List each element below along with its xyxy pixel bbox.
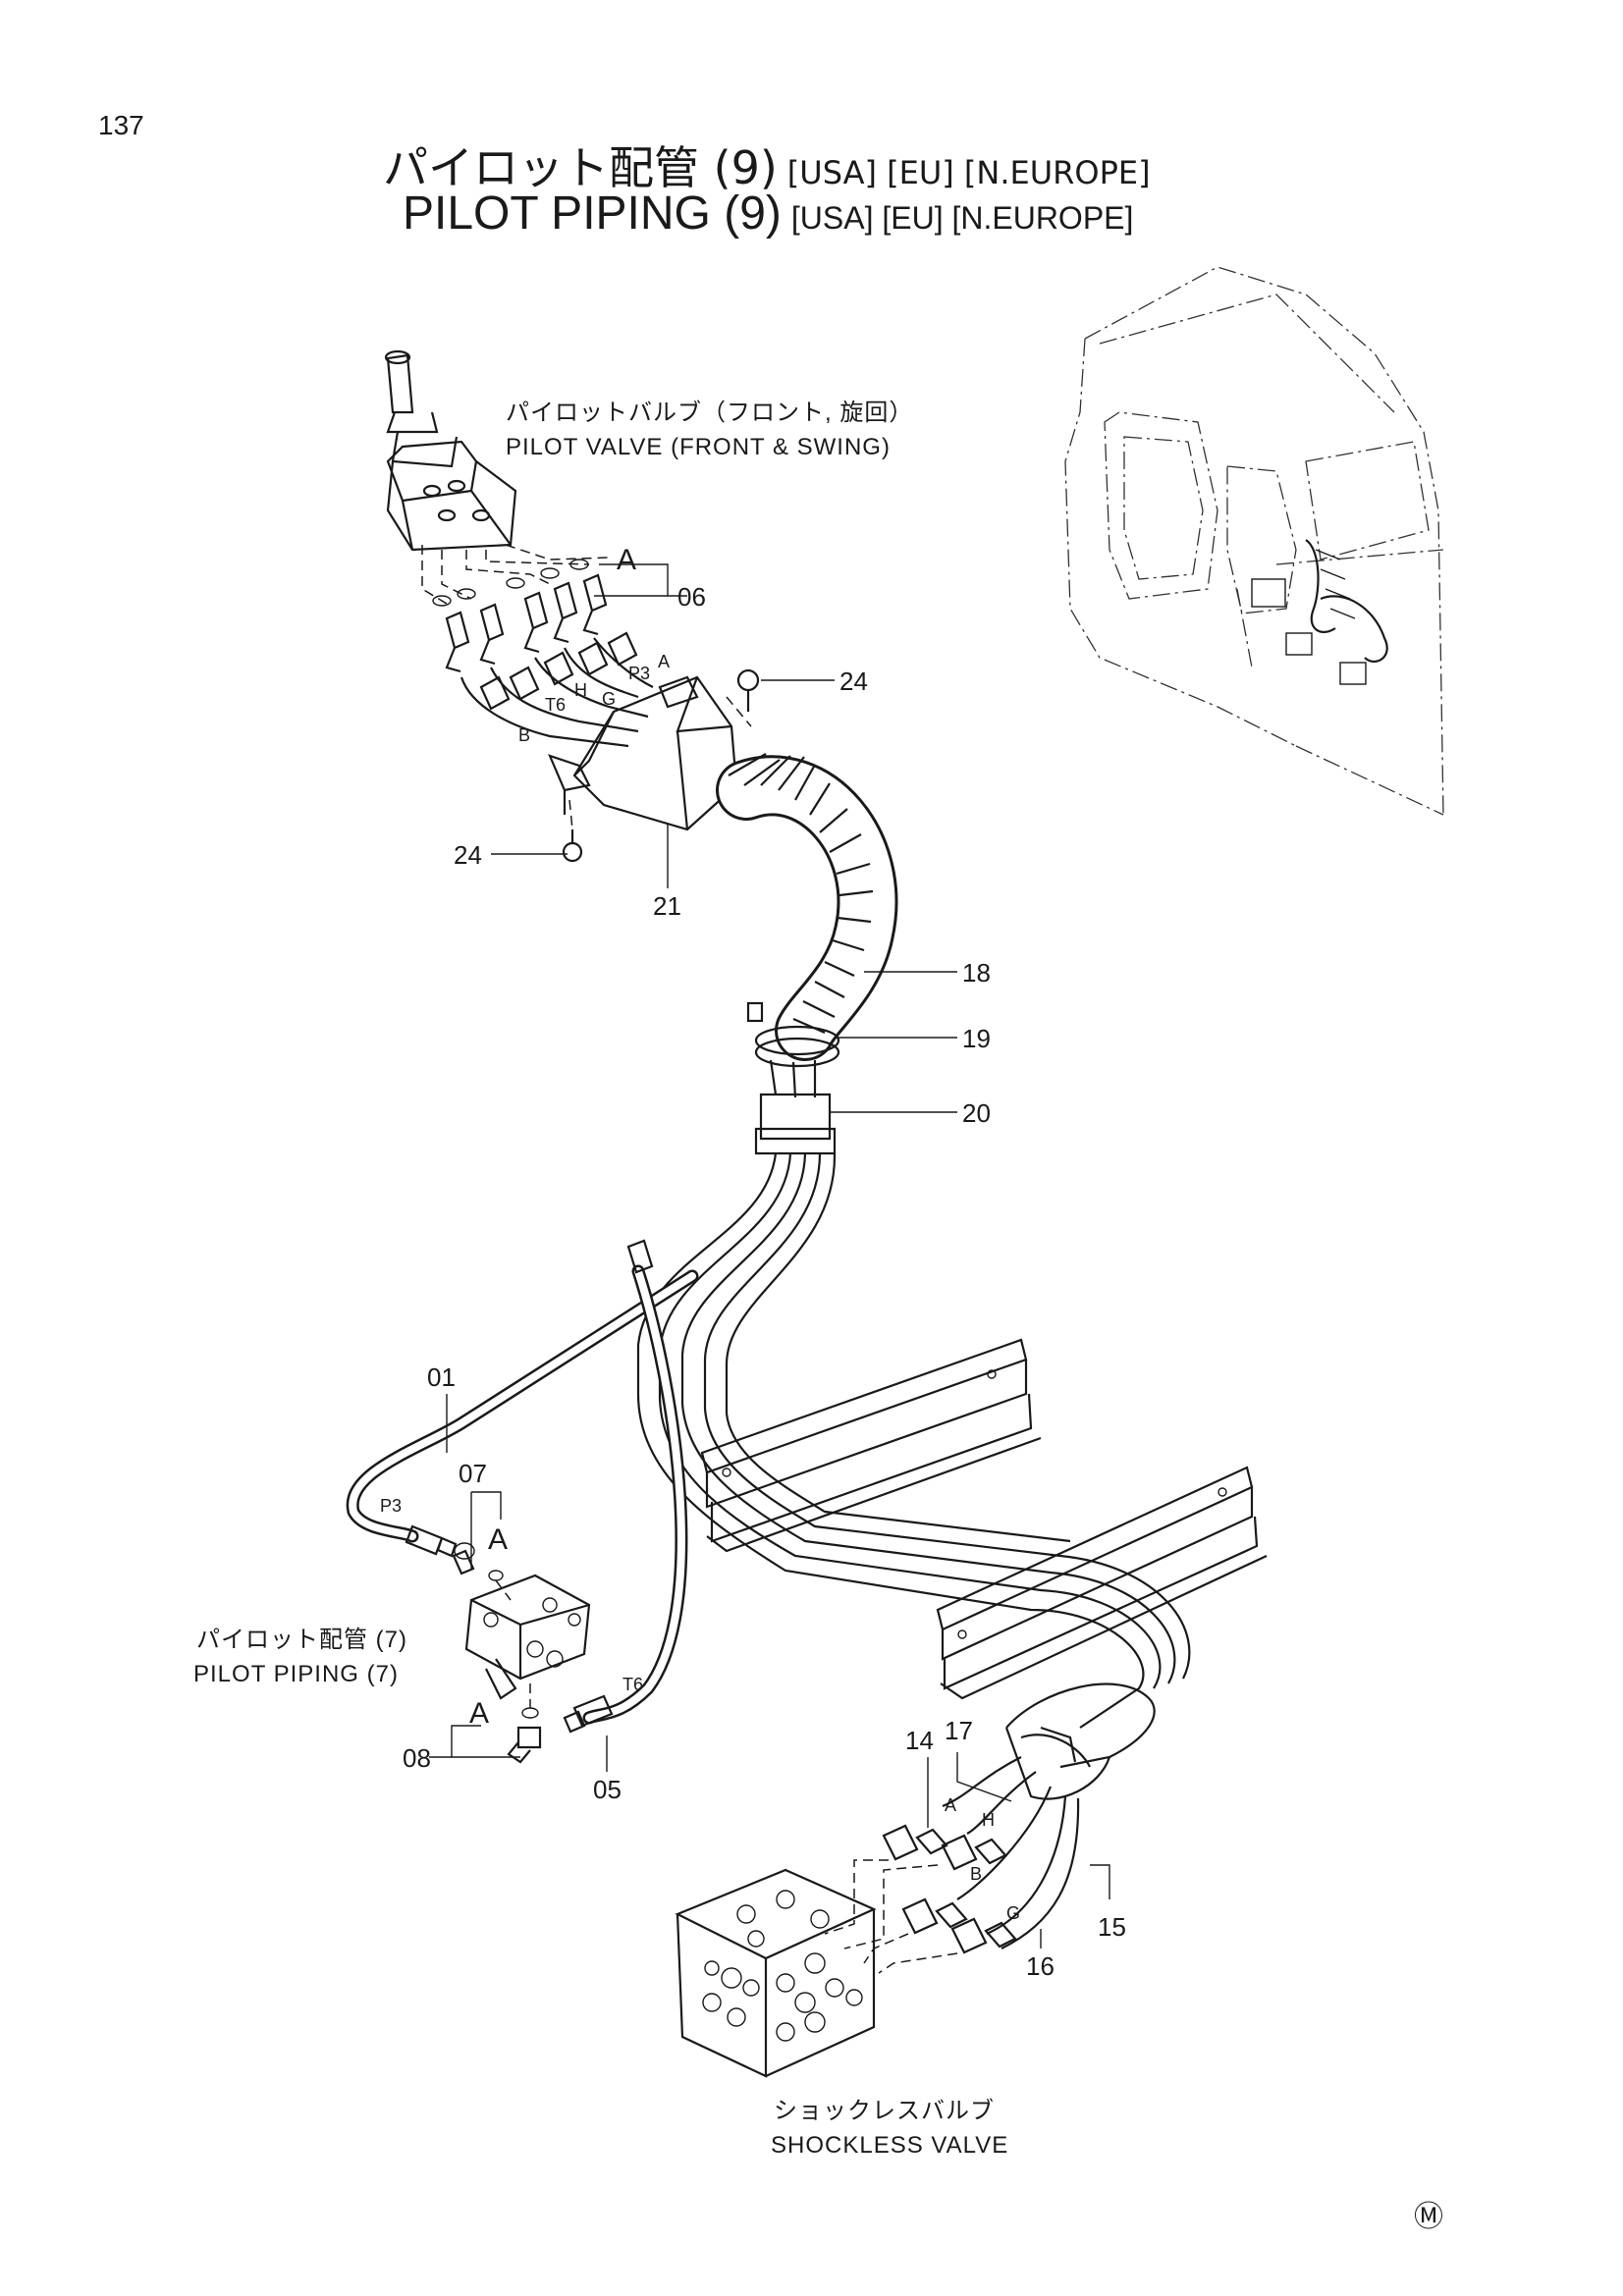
part-label-17: 17 [945, 1716, 973, 1745]
callout-shockless-en: SHOCKLESS VALVE [771, 2132, 1008, 2159]
part-label-21: 21 [653, 891, 681, 921]
pilot-valve-drawing [384, 349, 517, 552]
hose-cover-21 [548, 675, 738, 831]
part-label-24-lower: 24 [454, 840, 482, 870]
shockless-valve-body [675, 1868, 877, 2078]
part-label-19: 19 [962, 1024, 991, 1053]
hose-sleeve [1004, 1682, 1156, 1800]
part-label-07: 07 [459, 1459, 487, 1488]
grommet-20 [754, 1059, 837, 1155]
part-label-05: 05 [593, 1775, 622, 1804]
callout-shockless-jp: ショックレスバルブ [774, 2098, 995, 2124]
title-jp-text: パイロット配管 (9) [383, 141, 778, 194]
page-title-english: PILOT PIPING (9)[USA] [EU] [N.EUROPE] [403, 187, 1133, 240]
hose-05 [563, 1239, 688, 1734]
elbow-adapters-06 [445, 573, 608, 673]
shockless-guide-lines [824, 1859, 958, 1974]
hose-01 [346, 1269, 699, 1560]
port-label-h-top: H [574, 680, 587, 700]
pilot-piping-7-block [464, 1574, 591, 1700]
manufacturer-mark: Ⓜ [1414, 2201, 1443, 2233]
title-jp-regions: [USA] [EU] [N.EUROPE] [786, 154, 1151, 191]
port-label-g-bottom: G [1006, 1903, 1020, 1923]
port-label-h-bottom: H [982, 1810, 995, 1830]
part-label-15: 15 [1098, 1912, 1126, 1942]
port-label-b-top: B [518, 725, 530, 745]
part-label-08: 08 [403, 1743, 431, 1773]
part-label-01: 01 [427, 1362, 456, 1392]
port-label-a-bottom: A [945, 1795, 956, 1815]
excavator-cab-outline [1064, 266, 1444, 816]
port-label-g-top: G [602, 689, 616, 709]
part-label-24-upper: 24 [839, 667, 868, 696]
part-label-20: 20 [962, 1098, 991, 1128]
callout-pilot-piping-en: PILOT PIPING (7) [193, 1661, 399, 1687]
frame-rails [700, 1338, 1268, 1700]
o-rings [432, 559, 589, 607]
clamp-19 [746, 1001, 840, 1068]
corrugated-hose-18 [716, 753, 898, 1061]
fittings-07-08 [452, 1549, 542, 1764]
callout-pilot-valve-en: PILOT VALVE (FRONT & SWING) [506, 434, 891, 460]
ref-letter-a-mid: A [488, 1523, 508, 1556]
upper-hose-bundle [460, 631, 654, 748]
ref-letter-a-low: A [469, 1697, 489, 1730]
shockless-fittings [882, 1824, 1017, 1954]
main-hose-bundle [636, 1152, 1191, 1729]
port-label-a-top: A [658, 652, 670, 671]
valve-guide-lines [421, 544, 610, 605]
part-label-14: 14 [905, 1726, 934, 1755]
ref-letter-a-top: A [617, 544, 636, 576]
page-number: 137 [98, 110, 144, 140]
bolt-24-upper [726, 668, 760, 727]
part-label-06: 06 [677, 582, 706, 612]
callout-pilot-piping-jp: パイロット配管 (7) [196, 1627, 407, 1653]
port-label-b-bottom: B [970, 1864, 982, 1884]
callout-pilot-valve-jp: パイロットバルブ（フロント, 旋回） [506, 400, 913, 426]
part-label-18: 18 [962, 958, 991, 988]
port-label-t6-low: T6 [622, 1675, 643, 1694]
leader-lines [429, 563, 1110, 1949]
part-label-16: 16 [1026, 1951, 1055, 1981]
bolt-24-lower [562, 799, 583, 863]
page-title-japanese: パイロット配管 (9)[USA] [EU] [N.EUROPE] [383, 133, 1151, 197]
port-label-p3-top: P3 [628, 664, 650, 683]
port-label-p3-low: P3 [380, 1496, 402, 1516]
port-label-t6-top: T6 [545, 695, 566, 715]
title-en-text: PILOT PIPING (9) [403, 187, 782, 240]
title-en-regions: [USA] [EU] [N.EUROPE] [790, 200, 1134, 236]
